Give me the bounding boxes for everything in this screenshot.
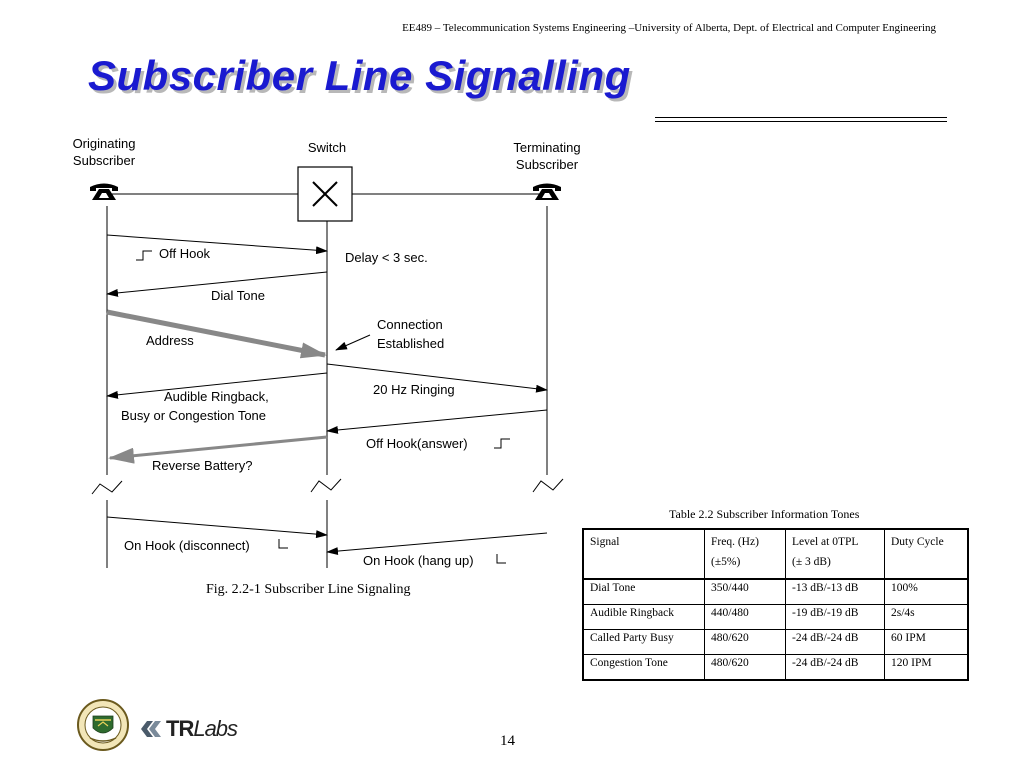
dial-tone-arrow (106, 271, 328, 297)
table-cell: Congestion Tone (582, 654, 705, 681)
terminating-label-line2: Subscriber (516, 157, 579, 172)
address-label: Address (146, 333, 194, 348)
trlabs-logo: TRLabs (140, 716, 238, 742)
reverse-battery-arrow (108, 435, 328, 464)
table-row: Congestion Tone 480/620 -24 dB/-24 dB 12… (582, 654, 969, 681)
delay-label: Delay < 3 sec. (345, 250, 428, 265)
ringback-arrow (106, 372, 328, 399)
table-cell: 440/480 (704, 604, 786, 630)
table-cell: 60 IPM (884, 629, 969, 655)
header-signal: Signal (582, 528, 705, 580)
page-number: 14 (500, 733, 515, 749)
subscriber-tones-table: Signal Freq. (Hz)(±5%) Level at 0TPL(± 3… (582, 528, 969, 681)
table-cell: -24 dB/-24 dB (785, 629, 885, 655)
off-hook-step-icon (136, 250, 152, 261)
ringing-label: 20 Hz Ringing (373, 382, 455, 397)
table-cell: -24 dB/-24 dB (785, 654, 885, 681)
course-header: EE489 – Telecommunication Systems Engine… (402, 22, 936, 34)
break-mark-originating (91, 480, 123, 495)
on-hook-hangup-label: On Hook (hang up) (363, 553, 474, 568)
answer-step-icon (494, 438, 510, 449)
connection-label-line1: Connection (377, 317, 443, 332)
table-cell: 2s/4s (884, 604, 969, 630)
off-hook-arrow (106, 234, 328, 255)
break-mark-switch (310, 478, 342, 493)
disconnect-step-icon (278, 539, 288, 549)
hangup-step-icon (496, 554, 506, 564)
on-hook-disconnect-label: On Hook (disconnect) (124, 538, 250, 553)
table-cell: 480/620 (704, 654, 786, 681)
reverse-battery-label: Reverse Battery? (152, 458, 252, 473)
header-duty-cycle: Duty Cycle (884, 528, 969, 580)
off-hook-answer-label: Off Hook(answer) (366, 436, 468, 451)
table-cell: 120 IPM (884, 654, 969, 681)
dial-tone-label: Dial Tone (211, 288, 265, 303)
terminating-label-line1: Terminating (513, 140, 580, 155)
table-cell: Called Party Busy (582, 629, 705, 655)
figure-caption: Fig. 2.2-1 Subscriber Line Signaling (206, 582, 411, 597)
table-cell: 100% (884, 578, 969, 605)
originating-telephone-icon (90, 183, 118, 200)
header-frequency: Freq. (Hz)(±5%) (704, 528, 786, 580)
table-header-row: Signal Freq. (Hz)(±5%) Level at 0TPL(± 3… (582, 528, 969, 580)
off-hook-label: Off Hook (159, 246, 211, 261)
table-cell: Audible Ringback (582, 604, 705, 630)
table-cell: 350/440 (704, 578, 786, 605)
trlabs-mark-icon (141, 721, 161, 737)
on-hook-hangup-arrow (326, 532, 548, 556)
table-row: Called Party Busy 480/620 -24 dB/-24 dB … (582, 629, 969, 655)
address-arrow (106, 309, 327, 359)
university-seal-icon (77, 699, 129, 751)
connection-pointer-arrow (335, 334, 371, 351)
table-row: Dial Tone 350/440 -13 dB/-13 dB 100% (582, 578, 969, 605)
slide-title: Subscriber Line Signalling (88, 52, 631, 99)
header-level: Level at 0TPL(± 3 dB) (785, 528, 885, 580)
title-rule-top (655, 117, 947, 118)
originating-label-line1: Originating (73, 136, 136, 151)
trlabs-wordmark: TRLabs (166, 716, 238, 741)
off-hook-answer-arrow (326, 409, 548, 434)
table-row: Audible Ringback 440/480 -19 dB/-19 dB 2… (582, 604, 969, 630)
table-cell: -13 dB/-13 dB (785, 578, 885, 605)
switch-cross-icon (312, 181, 338, 207)
ringback-label-line2: Busy or Congestion Tone (121, 408, 266, 423)
ringback-label-line1: Audible Ringback, (164, 389, 269, 404)
terminating-telephone-icon (533, 183, 561, 200)
switch-label: Switch (308, 140, 346, 155)
title-rule-bottom (655, 121, 947, 122)
table-cell: 480/620 (704, 629, 786, 655)
originating-label-line2: Subscriber (73, 153, 136, 168)
table-cell: -19 dB/-19 dB (785, 604, 885, 630)
connection-label-line2: Established (377, 336, 444, 351)
ringing-arrow (326, 363, 548, 393)
table-cell: Dial Tone (582, 578, 705, 605)
on-hook-disconnect-arrow (106, 516, 328, 539)
table-caption: Table 2.2 Subscriber Information Tones (669, 507, 860, 521)
break-mark-terminating (532, 478, 564, 493)
